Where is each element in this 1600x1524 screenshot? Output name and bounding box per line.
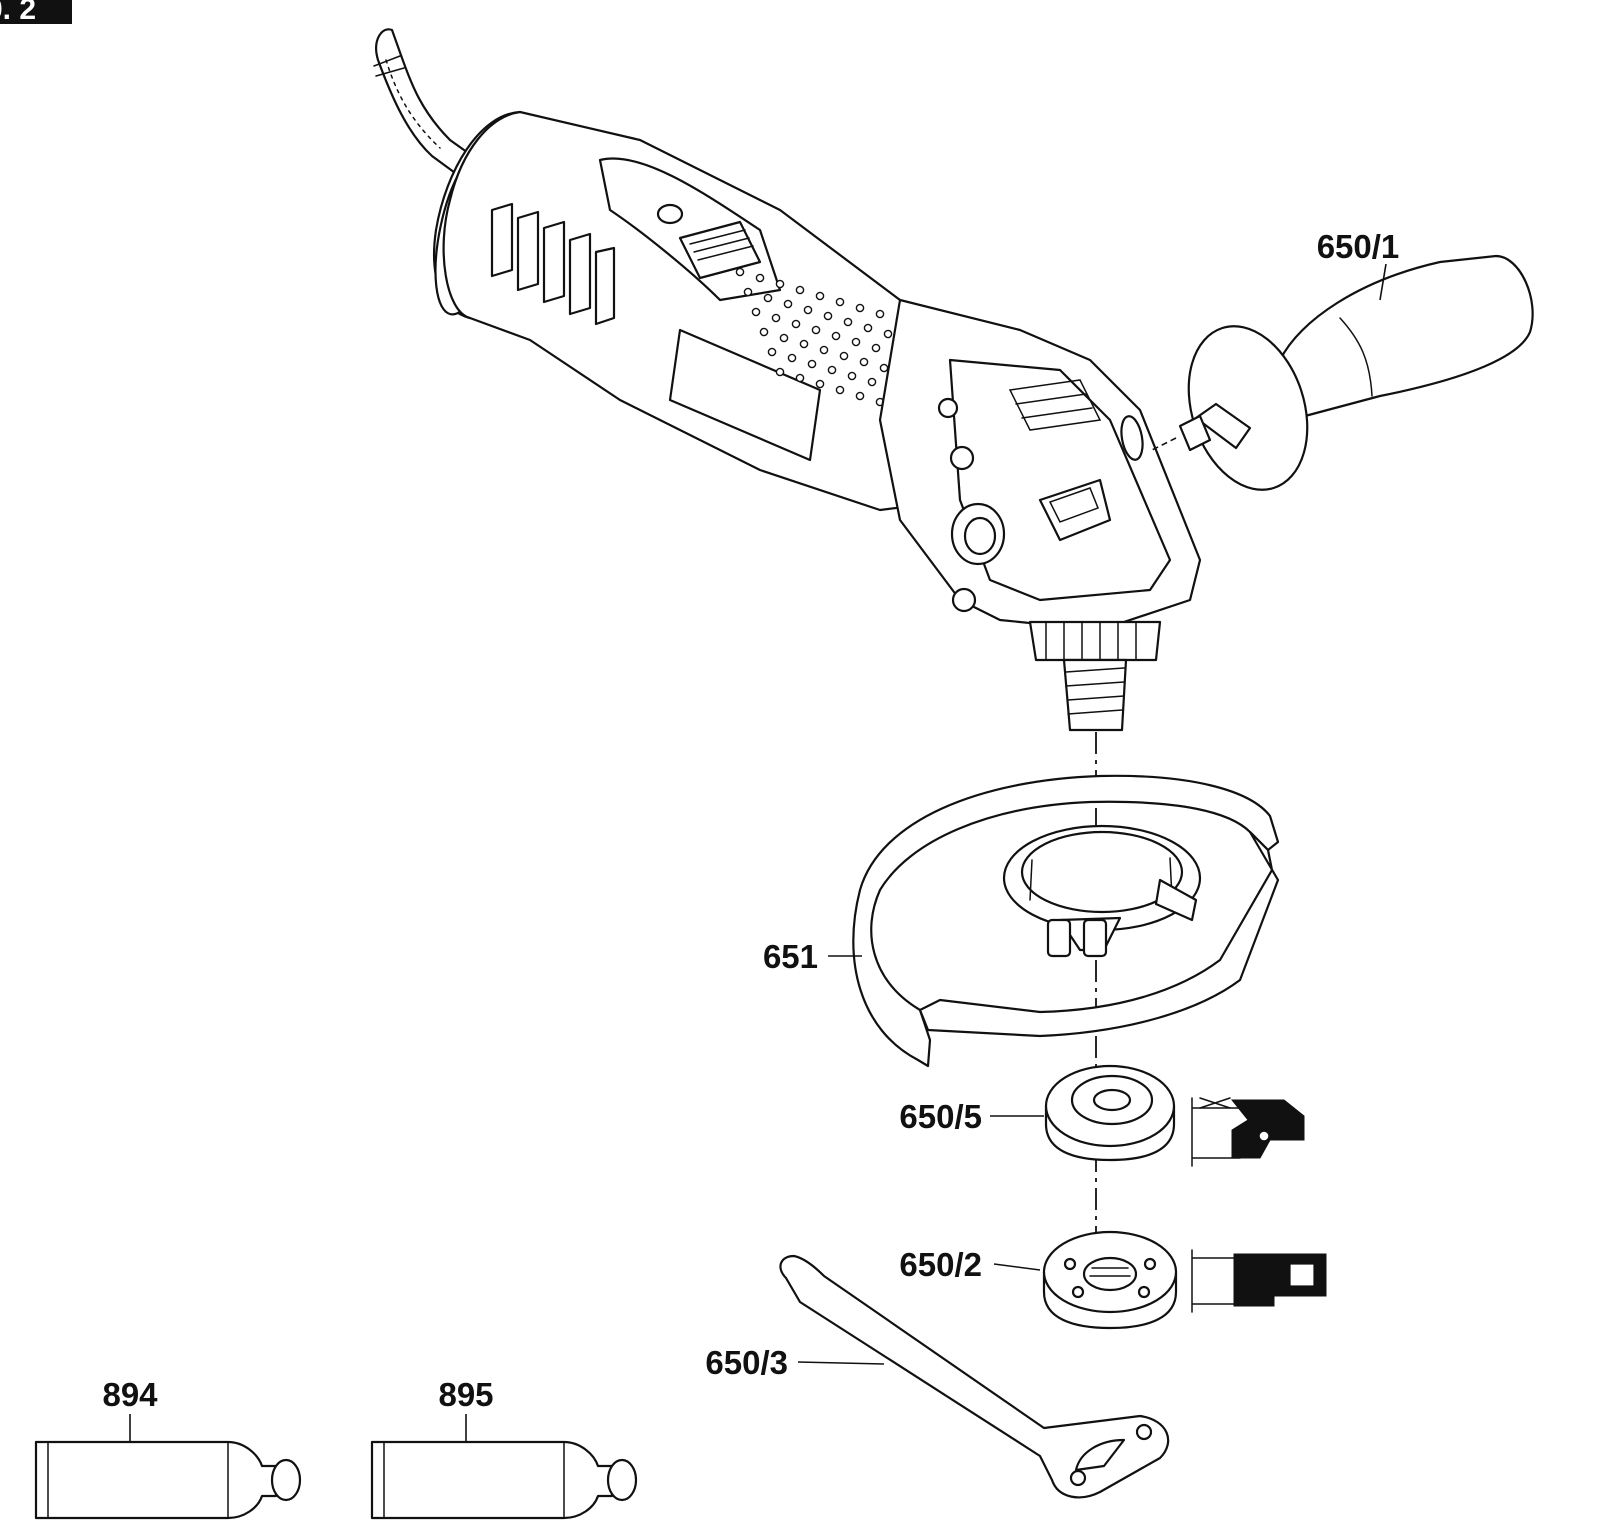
grip-dot: [835, 385, 845, 395]
grip-dot: [799, 339, 809, 349]
label-grease-tube-2: 895: [438, 1376, 494, 1442]
grip-dot: [787, 353, 797, 363]
label-clamping-nut: 650/2: [899, 1246, 1041, 1283]
grip-dot: [831, 331, 841, 341]
part-number-895: 895: [438, 1376, 493, 1413]
grip-dot: [795, 373, 805, 383]
angle-grinder-icon: [373, 28, 1202, 732]
protection-guard-icon: [852, 774, 1280, 1068]
grip-dot: [843, 317, 853, 327]
grease-tube-icon: [34, 1440, 302, 1520]
mounting-flange-profile-icon: [1191, 1097, 1305, 1167]
grip-dot: [823, 311, 833, 321]
power-cord: [375, 28, 480, 180]
grip-dot: [871, 343, 881, 353]
grip-dot: [803, 305, 813, 315]
grip-dot: [851, 337, 861, 347]
grip-dot: [815, 291, 825, 301]
clamping-nut-icon: [1042, 1230, 1178, 1330]
part-number-650-1: 650/1: [1317, 228, 1400, 265]
label-grease-tube-1: 894: [102, 1376, 158, 1442]
grip-dot: [855, 391, 865, 401]
grip-dot: [751, 307, 761, 317]
screw-icon: [949, 445, 975, 471]
spindle-collar: [1028, 620, 1162, 662]
grip-dot: [795, 285, 805, 295]
grip-dot: [859, 357, 869, 367]
clamping-nut-profile-icon: [1191, 1249, 1327, 1313]
part-number-650-3: 650/3: [705, 1344, 788, 1381]
part-number-894: 894: [102, 1376, 158, 1413]
part-number-650-5: 650/5: [899, 1098, 982, 1135]
grip-dot: [811, 325, 821, 335]
label-mounting-flange: 650/5: [899, 1098, 1044, 1135]
figure-tag-background: [0, 0, 72, 24]
grip-dot: [775, 367, 785, 377]
grip-dot: [755, 273, 765, 283]
grip-dot: [879, 363, 889, 373]
figure-tag: 0. 2: [0, 0, 72, 26]
grip-dot: [815, 379, 825, 389]
handle-socket-icon: [950, 502, 1006, 566]
grip-dot: [775, 279, 785, 289]
guard-shield: [852, 774, 1280, 1068]
speed-dial-icon: [656, 203, 684, 225]
two-pin-spanner-icon: [779, 1254, 1170, 1499]
grip-dot: [759, 327, 769, 337]
grip-dot: [783, 299, 793, 309]
grip-dot: [867, 377, 877, 387]
grip-dot: [743, 287, 753, 297]
grip-dot: [767, 347, 777, 357]
handle-grip: [1278, 254, 1534, 422]
grip-dot: [807, 359, 817, 369]
grip-dot: [839, 351, 849, 361]
grip-dot: [771, 313, 781, 323]
spanner-body: [779, 1254, 1170, 1499]
grip-dot: [827, 365, 837, 375]
grip-dot: [791, 319, 801, 329]
screw-icon: [951, 587, 977, 613]
figure-tag-text: 0. 2: [0, 0, 36, 26]
grip-dot: [779, 333, 789, 343]
auxiliary-handle-icon: [1151, 254, 1534, 491]
grip-dot: [847, 371, 857, 381]
grease-tube-icon: [370, 1440, 638, 1520]
grip-dot: [735, 267, 745, 277]
grip-dot: [855, 303, 865, 313]
on-off-switch-icon: [678, 220, 762, 280]
part-number-650-2: 650/2: [899, 1246, 982, 1283]
mounting-flange-icon: [1044, 1064, 1176, 1162]
label-two-pin-spanner: 650/3: [705, 1344, 885, 1381]
threaded-spindle: [1062, 658, 1128, 732]
grip-dot: [875, 309, 885, 319]
label-protection-guard: 651: [763, 938, 862, 975]
ventilation-slots: [490, 202, 616, 326]
grip-dot: [863, 323, 873, 333]
screw-icon: [937, 397, 959, 419]
grip-panel: [668, 328, 822, 462]
part-number-651: 651: [763, 938, 818, 975]
grip-dot: [835, 297, 845, 307]
label-auxiliary-handle: 650/1: [1317, 228, 1400, 301]
handle-threaded-stud: [1178, 414, 1212, 452]
grip-dot: [819, 345, 829, 355]
grip-dot: [883, 329, 893, 339]
guard-clamp-collar: [1002, 824, 1202, 958]
grip-dot: [763, 293, 773, 303]
